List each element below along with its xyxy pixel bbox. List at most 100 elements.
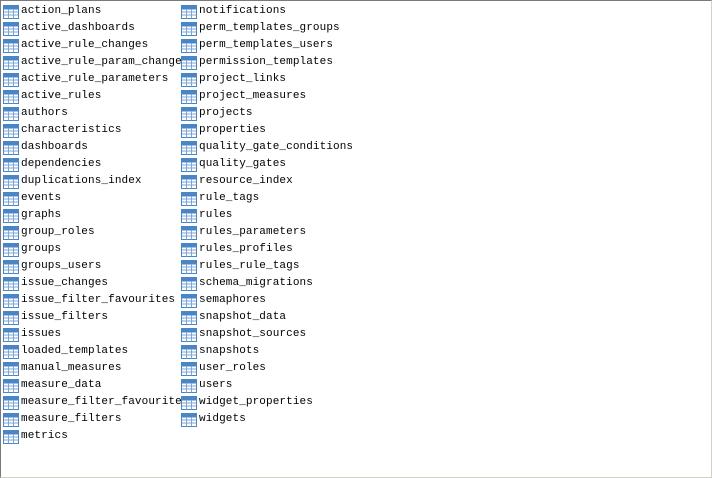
table-name-label: perm_templates_users [199, 39, 334, 51]
table-icon [181, 395, 197, 410]
table-item[interactable]: snapshot_sources [181, 326, 441, 343]
table-item[interactable]: measure_filter_favourites [3, 394, 188, 411]
table-item[interactable]: snapshots [181, 343, 441, 360]
table-icon [181, 72, 197, 87]
table-name-label: loaded_templates [21, 345, 129, 357]
table-item[interactable]: notifications [181, 3, 441, 20]
table-item[interactable]: measure_data [3, 377, 181, 394]
table-list-column-2: notifications perm_templates_groups perm_t… [181, 3, 441, 445]
table-icon [3, 429, 19, 444]
table-item[interactable]: active_rules [3, 88, 181, 105]
table-icon [3, 208, 19, 223]
table-icon [181, 208, 197, 223]
table-item[interactable]: issue_changes [3, 275, 181, 292]
table-list: action_plans active_dashboards active_rule… [3, 3, 441, 445]
table-icon [3, 55, 19, 70]
table-name-label: active_rule_param_changes [21, 56, 189, 68]
table-icon [3, 106, 19, 121]
table-icon [181, 4, 197, 19]
table-item[interactable]: rules_rule_tags [181, 258, 441, 275]
table-name-label: project_measures [199, 90, 307, 102]
table-icon [181, 106, 197, 121]
table-icon [181, 378, 197, 393]
table-name-label: snapshot_data [199, 311, 287, 323]
table-item[interactable]: authors [3, 105, 181, 122]
table-name-label: issue_changes [21, 277, 109, 289]
table-item[interactable]: groups_users [3, 258, 181, 275]
table-item[interactable]: active_dashboards [3, 20, 181, 37]
table-icon [3, 327, 19, 342]
table-item[interactable]: dependencies [3, 156, 181, 173]
table-item[interactable]: dashboards [3, 139, 181, 156]
table-name-label: issues [21, 328, 62, 340]
table-item[interactable]: issue_filters [3, 309, 181, 326]
table-item[interactable]: widget_properties [181, 394, 441, 411]
table-item[interactable]: rule_tags [181, 190, 441, 207]
table-item[interactable]: perm_templates_groups [181, 20, 441, 37]
table-name-label: characteristics [21, 124, 122, 136]
table-icon [3, 123, 19, 138]
table-item[interactable]: events [3, 190, 181, 207]
table-item[interactable]: quality_gates [181, 156, 441, 173]
table-item[interactable]: permission_templates [181, 54, 441, 71]
table-icon [181, 259, 197, 274]
table-item[interactable]: graphs [3, 207, 181, 224]
table-name-label: snapshot_sources [199, 328, 307, 340]
table-icon [3, 395, 19, 410]
table-name-label: widgets [199, 413, 246, 425]
table-icon [181, 242, 197, 257]
table-item[interactable]: properties [181, 122, 441, 139]
table-item[interactable]: snapshot_data [181, 309, 441, 326]
table-item[interactable]: measure_filters [3, 411, 181, 428]
table-item[interactable]: semaphores [181, 292, 441, 309]
table-name-label: active_rules [21, 90, 102, 102]
table-icon [181, 310, 197, 325]
table-icon [181, 327, 197, 342]
table-name-label: metrics [21, 430, 68, 442]
table-icon [3, 344, 19, 359]
table-item[interactable]: user_roles [181, 360, 441, 377]
table-name-label: graphs [21, 209, 62, 221]
table-item[interactable]: widgets [181, 411, 441, 428]
table-list-column-1: action_plans active_dashboards active_rule… [3, 3, 188, 445]
table-item[interactable]: resource_index [181, 173, 441, 190]
table-icon [3, 293, 19, 308]
table-item[interactable]: loaded_templates [3, 343, 181, 360]
table-name-label: groups_users [21, 260, 102, 272]
table-item[interactable]: active_rule_param_changes [3, 54, 188, 71]
table-item[interactable]: active_rule_parameters [3, 71, 181, 88]
table-item[interactable]: issue_filter_favourites [3, 292, 181, 309]
table-icon [3, 242, 19, 257]
table-item[interactable]: rules [181, 207, 441, 224]
table-item[interactable]: groups [3, 241, 181, 258]
table-name-label: perm_templates_groups [199, 22, 340, 34]
table-item[interactable]: schema_migrations [181, 275, 441, 292]
table-item[interactable]: group_roles [3, 224, 181, 241]
table-name-label: rules_profiles [199, 243, 293, 255]
table-item[interactable]: duplications_index [3, 173, 181, 190]
table-item[interactable]: metrics [3, 428, 181, 445]
table-icon [181, 38, 197, 53]
table-name-label: dashboards [21, 141, 89, 153]
table-name-label: user_roles [199, 362, 267, 374]
table-item[interactable]: rules_parameters [181, 224, 441, 241]
table-name-label: properties [199, 124, 267, 136]
table-item[interactable]: rules_profiles [181, 241, 441, 258]
table-icon [181, 293, 197, 308]
table-item[interactable]: action_plans [3, 3, 181, 20]
table-item[interactable]: manual_measures [3, 360, 181, 377]
table-item[interactable]: users [181, 377, 441, 394]
table-name-label: snapshots [199, 345, 260, 357]
table-item[interactable]: quality_gate_conditions [181, 139, 441, 156]
table-name-label: active_dashboards [21, 22, 135, 34]
table-item[interactable]: issues [3, 326, 181, 343]
table-item[interactable]: perm_templates_users [181, 37, 441, 54]
table-item[interactable]: characteristics [3, 122, 181, 139]
table-item[interactable]: projects [181, 105, 441, 122]
table-item[interactable]: project_measures [181, 88, 441, 105]
table-name-label: schema_migrations [199, 277, 313, 289]
table-item[interactable]: active_rule_changes [3, 37, 181, 54]
table-name-label: permission_templates [199, 56, 334, 68]
table-item[interactable]: project_links [181, 71, 441, 88]
